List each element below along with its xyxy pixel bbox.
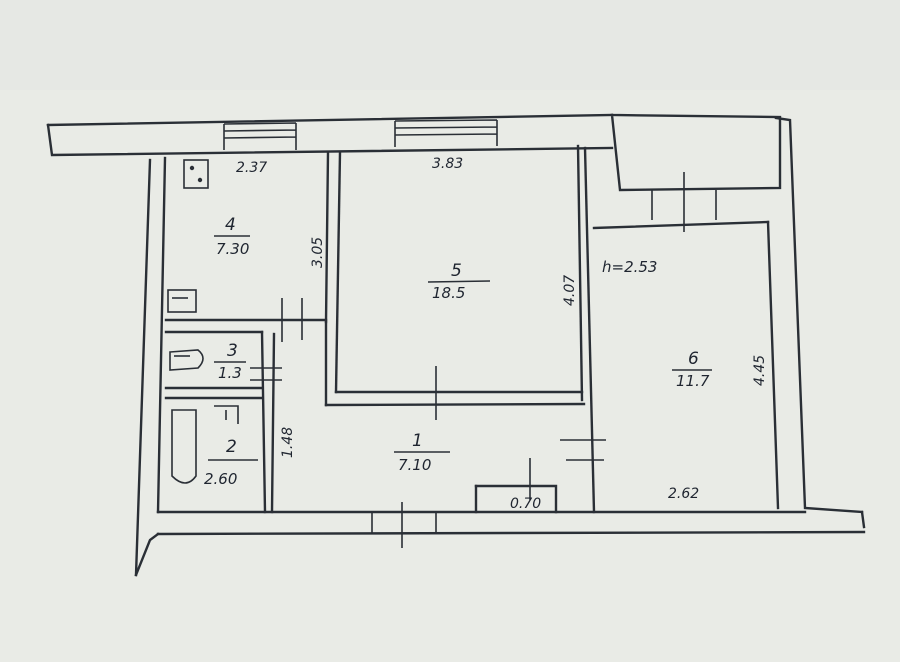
dim-bath-depth: 1.48 [280, 427, 296, 458]
dim-room6-length: 4.45 [752, 355, 768, 386]
svg-text:2: 2 [226, 437, 237, 457]
dim-kitchen-width: 2.37 [236, 160, 267, 176]
room-4-label: 4 7.30 [214, 215, 250, 258]
svg-text:7.10: 7.10 [398, 456, 431, 474]
svg-text:5: 5 [451, 261, 462, 281]
svg-text:1: 1 [412, 431, 423, 451]
window-room6 [651, 172, 717, 232]
bathtub-icon [171, 405, 239, 484]
room-3-label: 3 1.3 [214, 341, 246, 382]
dim-room5-depth: 4.07 [562, 275, 578, 306]
dim-room5-width: 3.83 [432, 156, 463, 172]
closet-label: 0.70 [510, 496, 541, 512]
window-kitchen [223, 122, 297, 150]
svg-text:2.60: 2.60 [204, 470, 237, 488]
svg-text:0.70: 0.70 [510, 496, 541, 512]
svg-text:4: 4 [225, 215, 236, 235]
window-room5 [394, 119, 498, 147]
dim-kitchen-depth: 3.05 [310, 237, 326, 268]
door-marks [250, 298, 606, 548]
svg-text:3: 3 [227, 341, 238, 361]
svg-text:11.7: 11.7 [676, 372, 710, 390]
svg-text:6: 6 [688, 349, 699, 369]
dim-room6-width: 2.62 [668, 486, 699, 502]
ceiling-height: h=2.53 [602, 258, 657, 276]
room-1-label: 1 7.10 [394, 431, 450, 474]
svg-text:18.5: 18.5 [432, 284, 465, 302]
svg-text:7.30: 7.30 [216, 240, 249, 258]
toilet-icon [169, 349, 204, 371]
room-5-label: 5 18.5 [427, 261, 491, 302]
svg-text:1.3: 1.3 [218, 364, 242, 382]
room-6-label: 6 11.7 [672, 349, 712, 390]
interior-walls [164, 144, 780, 514]
stove-icon [183, 159, 209, 189]
room-2-label: 2 2.60 [204, 437, 258, 488]
sink-icon [167, 289, 197, 313]
